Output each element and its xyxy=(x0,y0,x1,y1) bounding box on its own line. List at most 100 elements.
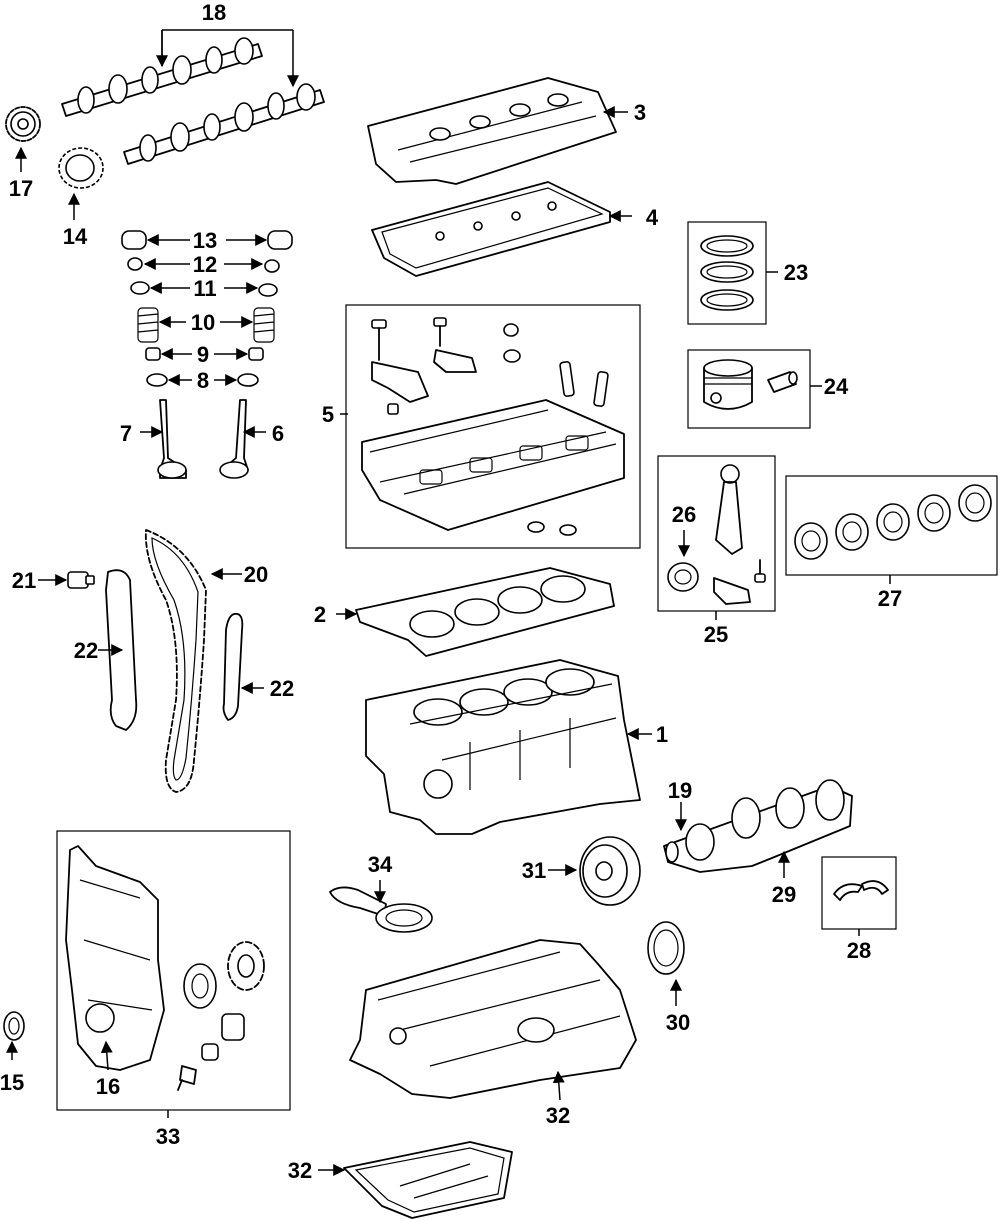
label-32a: 32 xyxy=(546,1103,570,1128)
timing-cover-box xyxy=(56,830,291,1111)
cylinder-head[interactable] xyxy=(361,399,625,531)
crankshaft[interactable] xyxy=(663,779,853,873)
relief-valve-cap[interactable] xyxy=(221,1013,245,1041)
head-dowel[interactable] xyxy=(387,403,399,415)
label-25: 25 xyxy=(704,622,728,647)
chain-guide-right[interactable] xyxy=(222,612,244,721)
valve-cover[interactable] xyxy=(367,77,617,185)
label-34: 34 xyxy=(368,852,393,877)
rod-bearing[interactable] xyxy=(667,562,699,592)
label-4: 4 xyxy=(646,205,659,230)
label-28: 28 xyxy=(847,938,871,963)
label-7: 7 xyxy=(120,421,132,446)
valve-spring-left[interactable] xyxy=(137,307,159,343)
thrust-washers[interactable] xyxy=(833,880,889,901)
label-23: 23 xyxy=(784,260,808,285)
label-14: 14 xyxy=(63,224,88,249)
rod-cap[interactable] xyxy=(713,577,751,605)
rod-bolt[interactable] xyxy=(754,559,766,583)
engine-block[interactable] xyxy=(365,659,641,835)
oil-pump-gear[interactable] xyxy=(227,941,265,991)
label-6: 6 xyxy=(272,421,284,446)
valve-spring-right[interactable] xyxy=(253,307,275,343)
label-22a: 22 xyxy=(74,638,98,663)
head-bolt-long[interactable] xyxy=(371,319,387,361)
piston-ring-set[interactable] xyxy=(700,235,754,311)
label-26: 26 xyxy=(672,502,696,527)
label-30: 30 xyxy=(666,1010,690,1035)
cam-sprocket[interactable] xyxy=(5,106,41,142)
timing-chain[interactable] xyxy=(144,529,207,793)
label-8: 8 xyxy=(197,368,209,393)
piston[interactable] xyxy=(703,359,753,410)
head-plug-1[interactable] xyxy=(527,521,545,533)
valve-spring-seat-right[interactable] xyxy=(237,373,259,387)
label-13: 13 xyxy=(193,228,217,253)
head-gasket[interactable] xyxy=(355,567,615,657)
intake-valve[interactable] xyxy=(157,399,187,479)
camshaft-intake[interactable] xyxy=(61,37,263,117)
upper-oil-pan[interactable] xyxy=(349,939,637,1099)
head-sleeve-1[interactable] xyxy=(559,361,575,397)
label-24: 24 xyxy=(824,374,849,399)
piston-rings-box xyxy=(687,221,767,325)
cam-bearing-cap-1[interactable] xyxy=(371,361,429,403)
cam-bearing-cap-2[interactable] xyxy=(433,349,477,373)
head-bolt-short[interactable] xyxy=(433,317,447,347)
label-16: 16 xyxy=(96,1074,120,1099)
valve-shim-left[interactable] xyxy=(127,257,143,271)
relief-valve-spring[interactable] xyxy=(201,1043,219,1061)
timing-cover[interactable] xyxy=(65,845,165,1071)
label-2: 2 xyxy=(314,602,326,627)
label-10: 10 xyxy=(191,310,215,335)
main-bearings-box xyxy=(785,475,998,576)
head-nut-2[interactable] xyxy=(503,349,521,363)
valve-retainer-right[interactable] xyxy=(258,283,278,297)
valve-retainer-left[interactable] xyxy=(130,281,150,295)
label-1: 1 xyxy=(656,722,668,747)
piston-box xyxy=(687,349,811,429)
oil-pickup[interactable] xyxy=(329,886,433,933)
exhaust-valve[interactable] xyxy=(219,399,249,479)
label-11: 11 xyxy=(193,276,216,301)
label-19: 19 xyxy=(668,778,692,803)
connecting-rod[interactable] xyxy=(715,464,743,555)
chain-tensioner[interactable] xyxy=(67,571,95,589)
head-nut-1[interactable] xyxy=(503,323,519,337)
vvt-gear[interactable] xyxy=(58,147,104,189)
oil-pump-rotor[interactable] xyxy=(183,963,217,1009)
rear-main-seal[interactable] xyxy=(647,921,685,975)
label-22b: 22 xyxy=(270,676,294,701)
valve-seal-left[interactable] xyxy=(145,347,161,361)
valve-lifter-left[interactable] xyxy=(121,230,147,250)
tensioner-guide-left[interactable] xyxy=(105,569,138,731)
camshaft-exhaust[interactable] xyxy=(123,83,325,165)
valve-shim-right[interactable] xyxy=(264,259,280,273)
valve-seal-right[interactable] xyxy=(248,347,264,361)
valve-cover-gasket[interactable] xyxy=(371,181,611,277)
head-sleeve-2[interactable] xyxy=(593,371,609,407)
label-3: 3 xyxy=(634,100,646,125)
valve-lifter-right[interactable] xyxy=(267,230,293,250)
label-12: 12 xyxy=(193,252,217,277)
cylinder-head-kit-box xyxy=(345,304,641,549)
valve-spring-seat-left[interactable] xyxy=(146,373,168,387)
label-32b: 32 xyxy=(288,1158,312,1183)
label-18: 18 xyxy=(202,0,226,25)
crank-pulley[interactable] xyxy=(579,836,641,906)
label-5: 5 xyxy=(322,402,334,427)
front-crank-seal[interactable] xyxy=(3,1011,25,1041)
label-29: 29 xyxy=(772,882,796,907)
oil-pressure-sender[interactable] xyxy=(177,1065,197,1091)
head-plug-2[interactable] xyxy=(559,524,577,536)
piston-pin[interactable] xyxy=(767,371,798,393)
label-9: 9 xyxy=(197,342,209,367)
main-bearing-set[interactable] xyxy=(794,484,992,560)
label-33: 33 xyxy=(156,1124,180,1149)
label-17: 17 xyxy=(9,176,33,201)
lower-oil-pan[interactable] xyxy=(343,1141,513,1219)
label-20: 20 xyxy=(244,562,268,587)
label-27: 27 xyxy=(878,586,902,611)
label-21: 21 xyxy=(12,568,36,593)
